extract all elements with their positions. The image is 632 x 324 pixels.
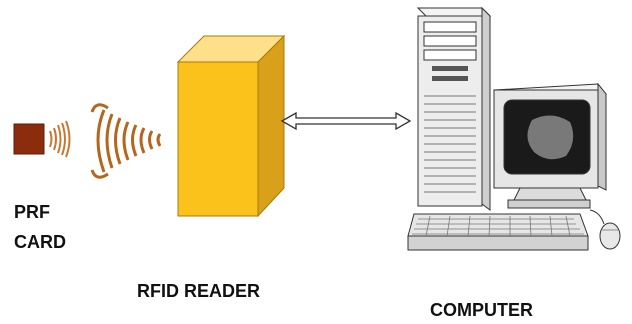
card-waves-icon	[49, 120, 71, 158]
desktop-computer-icon	[407, 6, 621, 251]
rfid-card-icon	[13, 123, 45, 155]
reader-label: RFID READER	[137, 281, 261, 301]
computer-tower	[416, 6, 492, 211]
card-label-line2: CARD	[14, 232, 66, 252]
card-label-line1: PRF	[14, 202, 50, 222]
computer-label: COMPUTER	[430, 300, 533, 320]
radio-waves-icon	[90, 103, 162, 179]
computer-keyboard	[407, 213, 589, 251]
rfid-reader-box	[176, 34, 286, 218]
double-arrow-icon	[280, 111, 412, 131]
computer-monitor	[493, 82, 607, 209]
computer-mouse	[589, 209, 621, 250]
